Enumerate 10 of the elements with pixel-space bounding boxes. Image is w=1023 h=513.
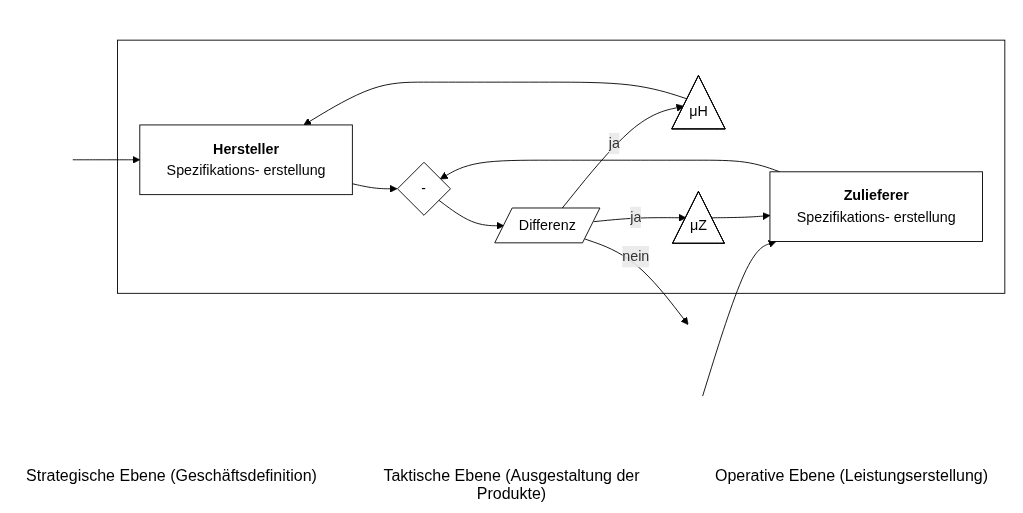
edge-label: ja bbox=[608, 135, 620, 151]
level-label: Strategische Ebene (Geschäftsdefinition) bbox=[25, 467, 318, 486]
edge-label: ja bbox=[629, 209, 641, 225]
node-box: Hersteller Spezifikations- erstellung bbox=[138, 124, 353, 196]
node-box: Zulieferer Spezifikations- erstellung bbox=[769, 171, 983, 242]
node-diamond: - bbox=[396, 161, 451, 216]
level-label: Taktische Ebene (Ausgestaltung der Produkte) bbox=[382, 467, 641, 503]
edge-label: nein bbox=[621, 248, 649, 264]
level-label: Operative Ebene (Leistungserstellung) bbox=[713, 467, 989, 486]
cluster bbox=[116, 39, 1005, 294]
